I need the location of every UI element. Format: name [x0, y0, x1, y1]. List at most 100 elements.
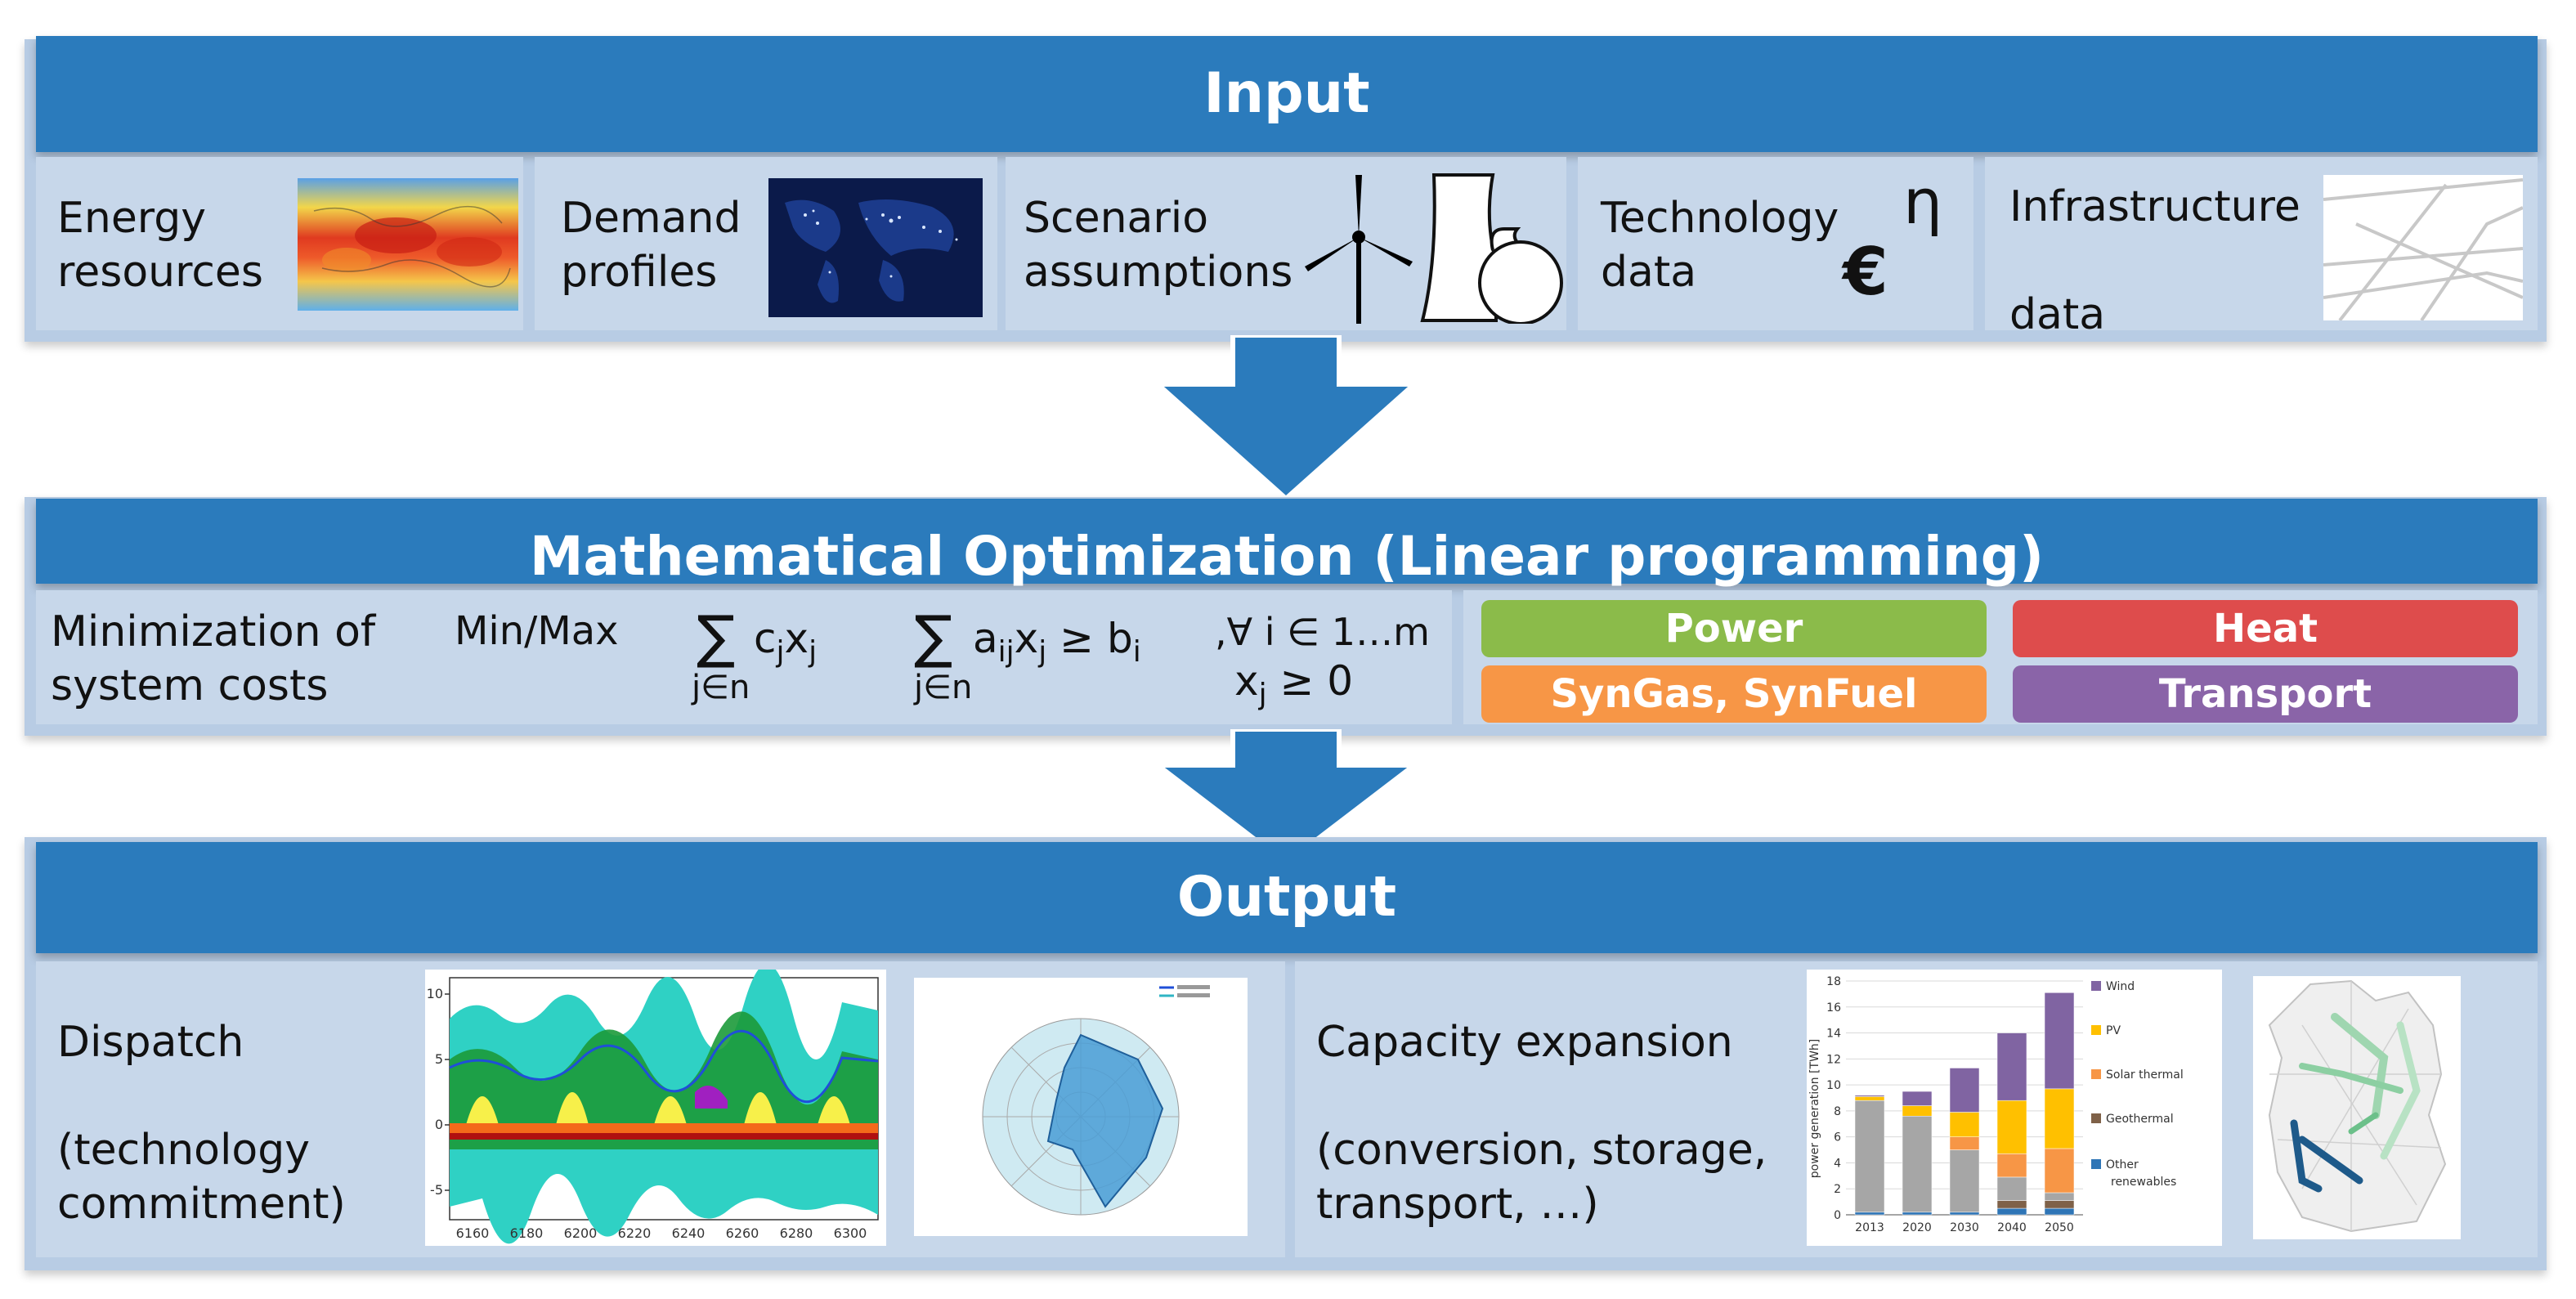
sector-syngas-synfuel: SynGas, SynFuel [1481, 665, 1987, 723]
chart-y-tick-label: 8 [1834, 1105, 1841, 1118]
dispatch-y-tick: 0 [435, 1117, 443, 1132]
dispatch-x-tick: 6280 [780, 1225, 813, 1241]
chart-legend-label: PV [2106, 1024, 2121, 1037]
output-title: Output [36, 842, 2538, 953]
wind-turbine-icon [1305, 175, 1413, 324]
chart-bar-segment [2044, 1192, 2075, 1201]
chart-y-tick-label: 2 [1834, 1183, 1841, 1196]
dispatch-y-tick: 10 [427, 986, 443, 1001]
chart-legend-swatch [2091, 1025, 2101, 1035]
dispatch-x-tick: 6260 [726, 1225, 759, 1241]
dispatch-y-tick: 5 [435, 1051, 443, 1067]
chart-bar-segment [1996, 1176, 2027, 1201]
sum2-relation: ≥ b [1060, 615, 1133, 662]
chart-bar-segment [1854, 1095, 1885, 1097]
sum1-var-sub: j [809, 635, 818, 669]
chart-bar-segment [1949, 1112, 1980, 1137]
sum2-var: x [1014, 615, 1039, 662]
sum1-index: j∈n [692, 669, 750, 706]
chart-y-tick-label: 14 [1826, 1028, 1841, 1041]
objective-cell [36, 590, 1452, 724]
sum2-coef: a [973, 615, 998, 662]
eta-symbol: η [1903, 165, 1943, 238]
chart-bar-segment [2044, 1200, 2075, 1209]
chart-bar-segment [1949, 1149, 1980, 1213]
nonneg-condition: xj ≥ 0 [1234, 657, 1353, 711]
nonneg-var-sub: j [1258, 678, 1267, 711]
chart-bar-segment [1949, 1212, 1980, 1216]
sum1-term: cjxj [754, 615, 817, 669]
nonneg-var: x [1234, 657, 1259, 705]
sum2-sigma: ∑ [914, 603, 953, 670]
chart-legend-swatch [2091, 1113, 2101, 1123]
chart-bar-segment [2044, 1148, 2075, 1194]
chart-x-tick-label: 2020 [1902, 1221, 1932, 1234]
chart-y-tick-label: 18 [1826, 975, 1841, 988]
sector-power: Power [1481, 600, 1987, 657]
dispatch-y-tick: -5 [430, 1182, 443, 1198]
sum2-var-sub: j [1038, 635, 1047, 669]
sum1-coef-sub: j [776, 635, 785, 669]
chart-bar-segment [1949, 1068, 1980, 1113]
chart-bar-segment [1854, 1212, 1885, 1216]
dispatch-x-tick: 6180 [510, 1225, 544, 1241]
chart-bar-segment [2044, 1207, 2075, 1216]
chart-bar-segment [1902, 1091, 1933, 1106]
dispatch-x-tick: 6160 [456, 1225, 490, 1241]
infrastructure-network-image [2323, 175, 2523, 320]
chart-x-tick-label: 2030 [1950, 1221, 1979, 1234]
chart-bar-segment [1996, 1153, 2027, 1178]
chart-x-tick-label: 2050 [2045, 1221, 2074, 1234]
sum2-term: aijxj ≥ bi [973, 615, 1141, 669]
chart-y-tick-label: 4 [1834, 1157, 1841, 1170]
sector-heat: Heat [2013, 600, 2518, 657]
chart-legend-swatch [2091, 981, 2101, 991]
demand-profiles-earth-image [768, 178, 983, 317]
chart-y-axis-label: power generation [TWh] [1808, 1039, 1821, 1179]
nonneg-relation: ≥ 0 [1279, 657, 1354, 705]
sum1-coef: c [754, 615, 777, 662]
chart-y-tick-label: 16 [1826, 1001, 1841, 1015]
radar-chart-image [914, 978, 1248, 1236]
chart-legend-label: renewables [2111, 1176, 2176, 1189]
chart-bar-segment [2044, 1088, 2075, 1149]
germany-grid-map-image [2253, 976, 2461, 1239]
chart-x-tick-label: 2013 [1855, 1221, 1884, 1234]
infrastructure-data-label: Infrastructure data [2009, 182, 2300, 339]
sum2-relation-sub: i [1132, 635, 1141, 669]
chart-bar-segment [1996, 1100, 2027, 1154]
energy-resources-map-image [298, 178, 518, 311]
forall-condition: ,∀ i ∈ 1…m [1215, 610, 1430, 654]
chart-y-tick-label: 12 [1826, 1053, 1841, 1066]
chart-y-tick-label: 6 [1834, 1131, 1841, 1144]
arrow-down-icon [1151, 335, 1421, 503]
chart-bar-segment [1902, 1105, 1933, 1117]
chart-x-tick-label: 2040 [1997, 1221, 2027, 1234]
objective-label: Minimization of system costs [51, 607, 376, 710]
sum2-coef-sub: ij [997, 635, 1015, 669]
sum1-var: x [784, 615, 809, 662]
energy-resources-label: Energy resources [57, 194, 264, 297]
chart-bar-segment [1949, 1136, 1980, 1150]
chart-bar-segment [2044, 992, 2075, 1090]
chart-bar-segment [1854, 1100, 1885, 1213]
euro-symbol: € [1843, 234, 1888, 310]
chart-bar-segment [1996, 1032, 2027, 1101]
technology-data-label: Technology data [1601, 194, 1839, 297]
chart-legend-swatch [2091, 1069, 2101, 1079]
sector-transport: Transport [2013, 665, 2518, 723]
sum2-index: j∈n [914, 669, 973, 706]
chart-legend-label: Other [2106, 1158, 2139, 1171]
chart-bar-segment [1902, 1212, 1933, 1216]
capacity-label: Capacity expansion (conversion, storage,… [1316, 1018, 1767, 1229]
demand-profiles-label: Demand profiles [561, 194, 741, 297]
dispatch-timeseries-chart: 10 5 0 -5 6160 6180 6200 6220 6240 6260 … [425, 970, 886, 1246]
chart-y-tick-label: 10 [1826, 1079, 1841, 1092]
dispatch-label: Dispatch (technology commitment) [57, 1018, 346, 1229]
chart-legend-label: Solar thermal [2106, 1068, 2184, 1082]
sum1-sigma: ∑ [697, 603, 736, 670]
chart-bar-segment [1902, 1115, 1933, 1213]
input-title: Input [36, 36, 2538, 152]
chart-bar-segment [1996, 1200, 2027, 1209]
